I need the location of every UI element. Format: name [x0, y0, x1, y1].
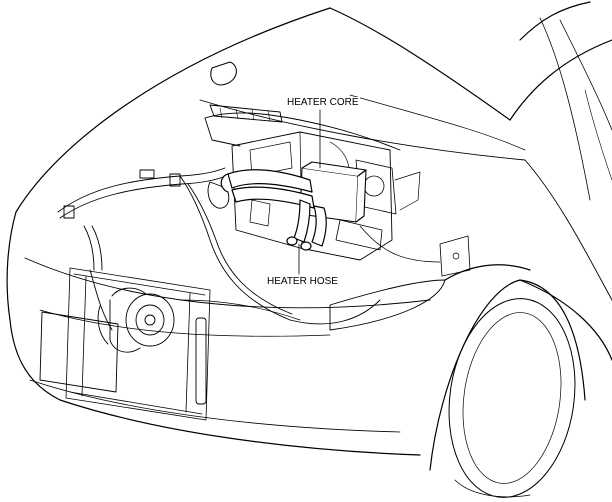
heater-hoses — [220, 169, 327, 251]
condenser — [39, 267, 211, 421]
ac-compressor — [97, 287, 175, 353]
heater-hose-label: HEATER HOSE — [266, 276, 339, 288]
leader-lines — [298, 109, 321, 275]
car-body — [6, 1, 612, 498]
heater-core-label: HEATER CORE — [286, 97, 360, 109]
ac-lines — [57, 167, 381, 331]
